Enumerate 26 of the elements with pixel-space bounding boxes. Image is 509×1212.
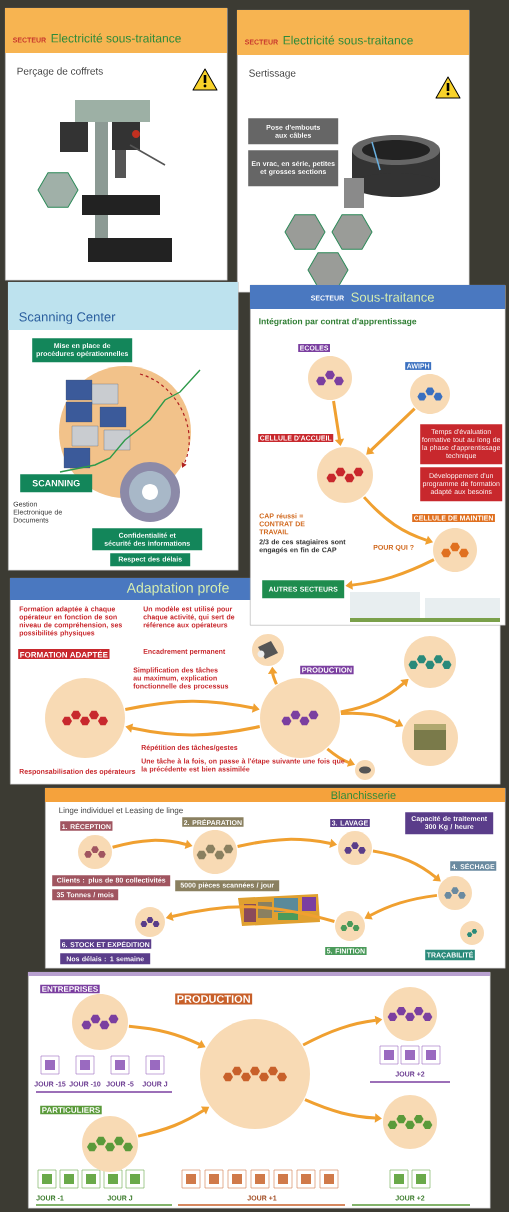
arrow bbox=[372, 849, 441, 882]
dish-picture bbox=[355, 760, 375, 780]
poster-title: Scanning Center bbox=[19, 311, 116, 325]
poster-title: Electricité sous-traitance bbox=[51, 33, 181, 43]
poster-title: Electricité sous-traitance bbox=[283, 35, 413, 45]
arrow bbox=[128, 1024, 206, 1049]
arrow bbox=[364, 893, 438, 920]
arrow bbox=[366, 407, 416, 455]
poster-title: Adaptation profe bbox=[126, 582, 229, 596]
hexagon-chain-bubble bbox=[383, 987, 437, 1041]
hexagon-chain-bubble bbox=[404, 636, 456, 688]
hexagon-chain-bubble bbox=[383, 1095, 437, 1149]
crate-picture bbox=[402, 710, 458, 766]
heading-tag: ENTREPRISES bbox=[40, 984, 100, 994]
poster-title: Sous-traitance bbox=[351, 292, 434, 302]
poster-subtitle: Perçage de coffrets bbox=[17, 67, 103, 77]
poster-subtitle: Sertissage bbox=[249, 69, 296, 79]
poster-subtitle: Linge individuel et Leasing de linge bbox=[59, 807, 183, 815]
arrow bbox=[304, 1098, 382, 1123]
heading-tag: FORMATION ADAPTÉE bbox=[18, 648, 110, 660]
heading-tag: PARTICULIERS bbox=[40, 1105, 102, 1115]
glove-picture bbox=[252, 634, 284, 666]
heading-banner: SCANNING bbox=[20, 474, 93, 493]
poster-title: Blanchisserie bbox=[331, 790, 396, 800]
heading-tag: PRODUCTION bbox=[175, 993, 253, 1005]
poster-subtitle: Intégration par contrat d'apprentissage bbox=[259, 318, 417, 326]
